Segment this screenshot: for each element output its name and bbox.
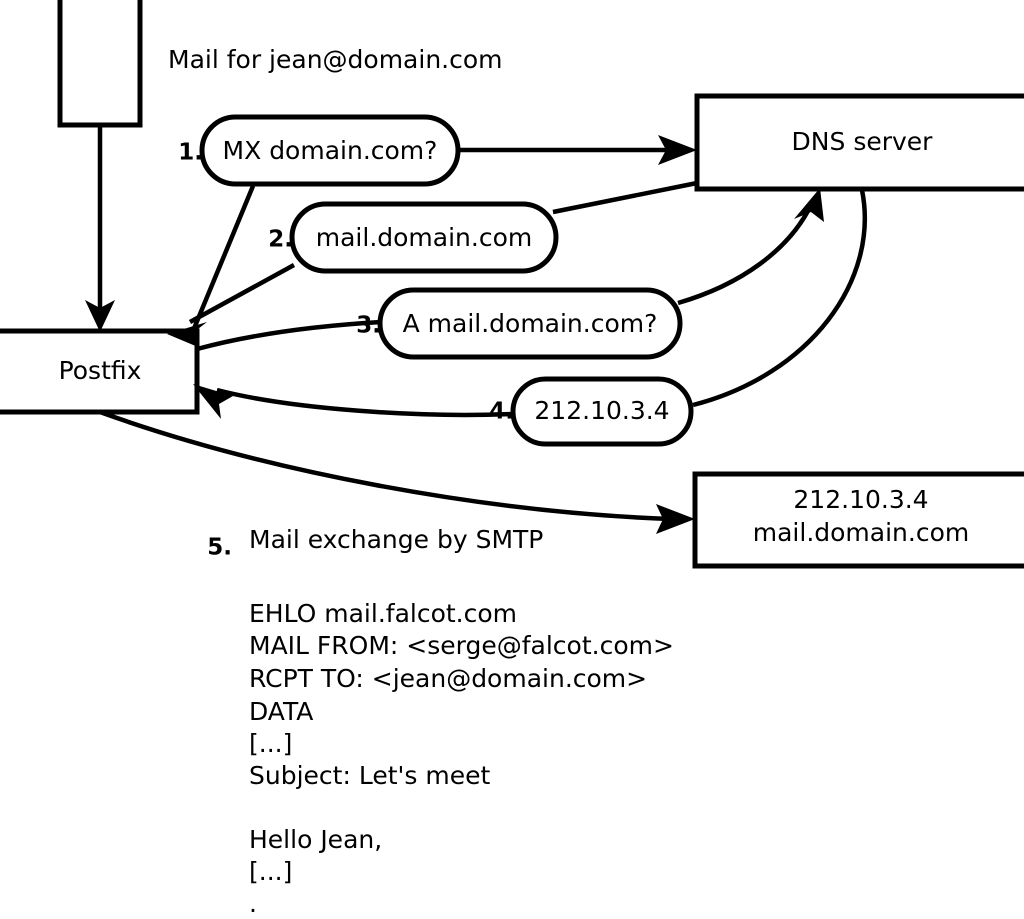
step-number-1: 1. xyxy=(178,140,203,166)
step-bubble-2-label: mail.domain.com xyxy=(316,223,532,252)
edge-step2-mx-answer xyxy=(167,180,698,347)
transcript-line: Subject: Let's meet xyxy=(249,761,490,790)
arrowhead-sender-to-postfix xyxy=(85,300,115,332)
step-number-4: 4. xyxy=(489,399,514,425)
arrowhead-step2-to-postfix xyxy=(167,322,207,347)
arrowhead-step4-to-postfix xyxy=(193,384,233,419)
arrowhead-step5-to-remote-mx xyxy=(656,504,695,534)
step-number-2: 2. xyxy=(268,227,293,253)
step-bubble-1-label: MX domain.com? xyxy=(223,136,438,165)
caption-mail-for: Mail for jean@domain.com xyxy=(168,45,503,74)
transcript-line: . xyxy=(249,889,257,918)
arrowhead-step1-to-dns xyxy=(658,135,697,165)
edge-step3-a-query xyxy=(196,188,824,352)
transcript-line: [...] xyxy=(249,729,292,758)
node-postfix-label: Postfix xyxy=(59,356,142,385)
step-bubble-4: 212.10.3.4 xyxy=(510,376,694,447)
step-5-label: Mail exchange by SMTP xyxy=(249,525,543,554)
step-bubble-1: MX domain.com? xyxy=(199,114,461,187)
edge-sender-to-postfix xyxy=(85,125,115,332)
step-bubble-3: A mail.domain.com? xyxy=(377,287,683,360)
edge-step4-a-answer xyxy=(193,189,868,419)
transcript-line: DATA xyxy=(249,697,313,726)
node-postfix: Postfix xyxy=(0,328,200,415)
transcript-line: [...] xyxy=(249,857,292,886)
edge-step5-smtp xyxy=(99,409,695,534)
transcript-line: EHLO mail.falcot.com xyxy=(249,599,517,628)
transcript-line: MAIL FROM: <serge@falcot.com> xyxy=(249,631,674,660)
node-sender-host xyxy=(57,0,143,128)
node-remote-mx-label-line1: 212.10.3.4 xyxy=(793,485,928,514)
node-dns-server: DNS server xyxy=(694,93,1024,192)
step-number-3: 3. xyxy=(356,313,381,339)
node-dns-server-label: DNS server xyxy=(792,127,934,156)
step-bubble-3-label: A mail.domain.com? xyxy=(403,309,658,338)
step-bubble-2: mail.domain.com xyxy=(289,201,559,274)
smtp-transcript: EHLO mail.falcot.com MAIL FROM: <serge@f… xyxy=(249,599,674,918)
edge-step1-mx-query xyxy=(190,135,697,332)
transcript-line: RCPT TO: <jean@domain.com> xyxy=(249,664,647,693)
transcript-line: Hello Jean, xyxy=(249,825,382,854)
node-remote-mx-label-line2: mail.domain.com xyxy=(753,518,969,547)
arrowhead-step3-to-dns xyxy=(794,188,824,222)
step-bubble-4-label: 212.10.3.4 xyxy=(534,396,669,425)
node-remote-mx: 212.10.3.4 mail.domain.com xyxy=(692,471,1024,569)
step-number-5: 5. xyxy=(207,535,232,561)
